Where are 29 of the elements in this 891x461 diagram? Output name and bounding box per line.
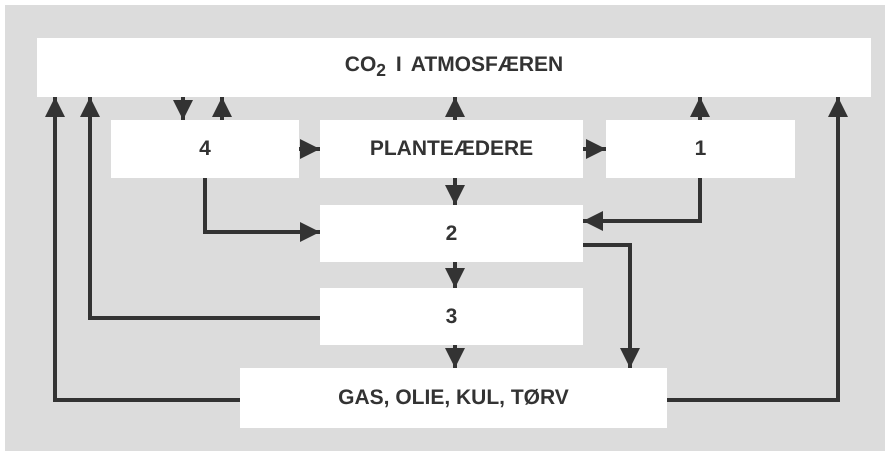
box-label: CO$_{2}$ I ATMOSFÆREN xyxy=(344,53,564,82)
box-label: 3 xyxy=(446,304,458,328)
box-label: PLANTEÆDERE xyxy=(370,137,534,161)
process-box xyxy=(37,38,871,97)
arrow xyxy=(667,97,848,402)
arrow xyxy=(212,97,232,120)
arrow xyxy=(583,178,702,231)
process-box xyxy=(320,288,583,345)
process-box xyxy=(111,120,299,178)
arrow xyxy=(45,97,240,402)
arrow xyxy=(203,178,320,242)
process-box xyxy=(606,120,795,178)
arrow xyxy=(445,97,465,120)
arrow xyxy=(583,139,606,159)
process-box xyxy=(320,120,583,178)
box-label: GAS, OLIE, KUL, TØRV xyxy=(338,386,569,410)
process-box xyxy=(320,205,583,262)
arrow xyxy=(445,345,465,368)
box-label: 2 xyxy=(446,222,458,246)
box-label: 1 xyxy=(694,137,706,161)
arrow xyxy=(299,139,320,159)
arrow xyxy=(583,243,640,368)
arrow xyxy=(445,178,465,205)
arrow xyxy=(690,97,710,120)
arrow xyxy=(173,97,193,120)
box-label: 4 xyxy=(199,137,211,161)
arrow xyxy=(80,97,320,320)
process-box xyxy=(240,368,667,428)
arrow xyxy=(445,262,465,288)
